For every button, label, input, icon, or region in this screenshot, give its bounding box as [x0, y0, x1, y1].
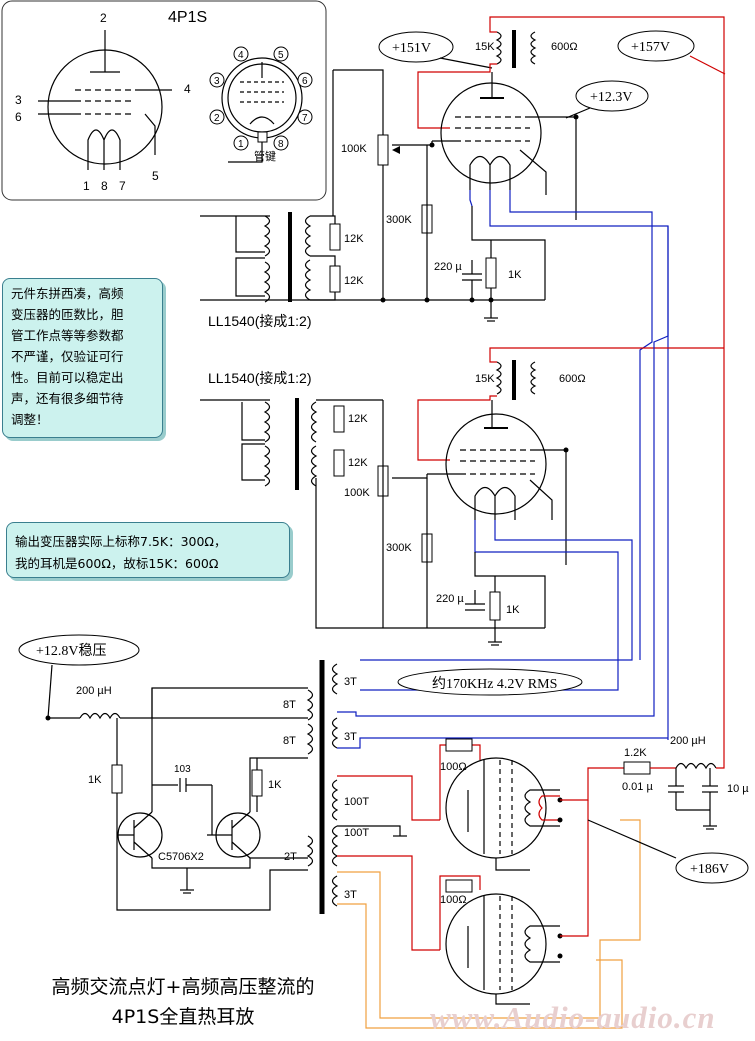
transformer-label: LL1540(接成1:2) [208, 370, 312, 386]
pot-label: 100K [344, 487, 370, 499]
grid-resistor-label: 300K [386, 214, 412, 226]
supply-label: +12.8V稳压 [36, 643, 107, 659]
note-line: 我的耳机是600Ω，故标15K：600Ω [15, 556, 219, 571]
note-line: 调整！ [11, 412, 49, 427]
pinout-panel: 4P1S 2 3 6 4 1 8 7 5 管键 [1, 0, 327, 201]
pinout-title: 4P1S [168, 9, 207, 26]
filter-inductor-label: 200 µH [670, 735, 706, 747]
socket-pin: 5 [278, 50, 284, 61]
pin-label: 6 [15, 110, 22, 124]
note-line: 声，还有很多细节待 [11, 391, 124, 406]
cap-label: 220 µ [434, 261, 462, 273]
winding-label: 3T [344, 889, 357, 901]
pin-label: 8 [101, 179, 108, 193]
pin-label: 2 [100, 11, 107, 25]
socket-pin: 7 [302, 113, 308, 124]
ot-primary-label: 15K [475, 373, 495, 385]
note-box-disclaimer: 元件东拼西凑，高频 变压器的匝数比，胆 管工作点等等参数都 不严谨，仅验证可行 … [2, 278, 163, 438]
pin-label: 4 [184, 82, 191, 96]
socket-pin: 3 [214, 76, 220, 87]
socket-pin: 1 [238, 139, 244, 150]
voltage-label: +151V [392, 41, 431, 56]
pin-label: 3 [15, 93, 22, 107]
socket-pin: 4 [238, 50, 244, 61]
resistor-12k-label: 12K [348, 457, 368, 469]
inductor-label: 200 µH [76, 685, 112, 697]
filter-cap-label: 10 µ [727, 783, 749, 795]
socket-pin: 6 [302, 76, 308, 87]
filter-resistor-label: 1.2K [624, 747, 647, 759]
winding-label: 8T [283, 699, 296, 711]
oscillator: +12.8V稳压 200 µH 1K 103 1K [18, 226, 669, 951]
ot-secondary-label: 600Ω [559, 373, 586, 385]
note-line: 输出变压器实际上标称7.5K：300Ω， [15, 534, 227, 549]
winding-label: 100T [344, 827, 369, 839]
socket-drawing: 管键 [221, 57, 303, 163]
winding-label: 3T [344, 676, 357, 688]
note-line: 变压器的匝数比，胆 [11, 307, 124, 322]
cathode-resistor-label: 1K [508, 269, 522, 281]
pot-label: 100K [341, 143, 367, 155]
rectifier: 100Ω 100Ω 1.2K 200 µH [337, 74, 749, 1029]
resistor-label: 1K [88, 774, 102, 786]
winding-label: 2T [284, 851, 297, 863]
grid-resistor-label: 300K [386, 542, 412, 554]
stage1: +151V +157V +12.3V 15K 600Ω [200, 16, 726, 740]
resistor-label: 1K [268, 779, 282, 791]
pin-label: 5 [152, 169, 159, 183]
voltage-label: +12.3V [590, 90, 633, 105]
diagram-caption: 高频交流点灯+高频高压整流的 4P1S全直热耳放 [18, 972, 348, 1032]
filter-cap-label: 0.01 µ [622, 781, 653, 793]
socket-pins: 1 2 3 4 5 6 7 8 [209, 46, 313, 151]
cap-label: 220 µ [436, 593, 464, 605]
transistor-label: C5706X2 [158, 851, 204, 863]
caption-line: 高频交流点灯+高频高压整流的 [51, 976, 315, 998]
transformer-label: LL1540(接成1:2) [208, 313, 312, 329]
resistor-12k-label: 12K [344, 275, 364, 287]
note-line: 性。目前可以稳定出 [11, 370, 124, 385]
voltage-label: +186V [690, 862, 729, 877]
cap-label: 103 [174, 764, 191, 775]
ot-primary-label: 15K [475, 41, 495, 53]
ot-secondary-label: 600Ω [551, 41, 578, 53]
resistor-12k-label: 12K [348, 413, 368, 425]
frequency-label: 约170KHz 4.2V RMS [432, 676, 557, 692]
stage2: LL1540(接成1:2) 15K 600Ω 100K 300K [200, 347, 724, 691]
pin-label: 1 [83, 179, 90, 193]
winding-label: 8T [283, 735, 296, 747]
resistor-label: 100Ω [440, 894, 467, 906]
resistor-12k-label: 12K [344, 233, 364, 245]
note-line: 管工作点等等参数都 [11, 328, 124, 343]
socket-pin: 2 [214, 113, 220, 124]
winding-label: 3T [344, 731, 357, 743]
cathode-resistor-label: 1K [506, 604, 520, 616]
note-line: 不严谨，仅验证可行 [11, 349, 124, 364]
pin-label: 7 [119, 179, 126, 193]
resistor-label: 100Ω [440, 761, 467, 773]
note-line: 元件东拼西凑，高频 [11, 286, 124, 301]
watermark-text: www.Audio-audio.cn [430, 1000, 716, 1035]
key-label: 管键 [254, 149, 276, 163]
caption-line: 4P1S全直热耳放 [111, 1006, 255, 1028]
note-box-transformer: 输出变压器实际上标称7.5K：300Ω， 我的耳机是600Ω，故标15K：600… [6, 522, 290, 578]
voltage-label: +157V [631, 40, 670, 55]
winding-label: 100T [344, 796, 369, 808]
socket-pin: 8 [278, 139, 284, 150]
